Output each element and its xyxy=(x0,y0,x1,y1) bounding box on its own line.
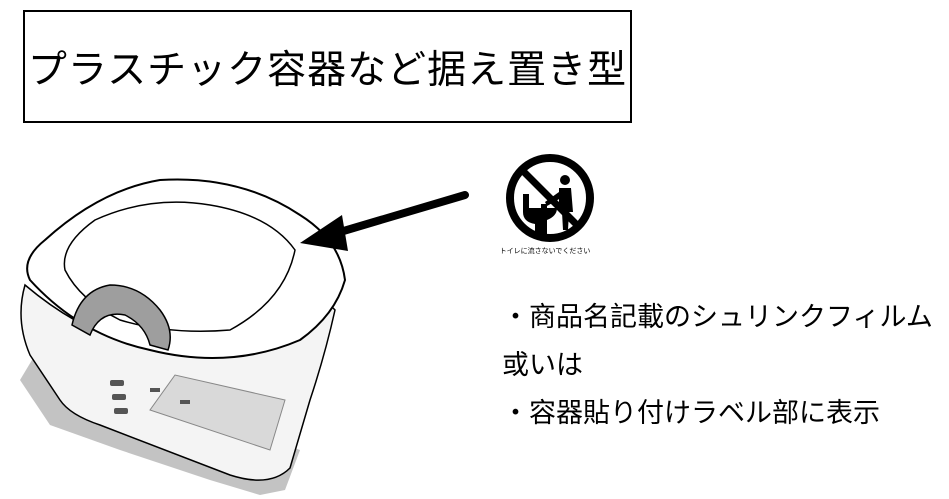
note-line-1: ・商品名記載のシュリンクフィルム xyxy=(502,302,933,333)
title-text: プラスチック容器など据え置き型 xyxy=(27,47,628,93)
symbol-caption: トイレに流さないでください xyxy=(499,247,591,255)
lid-finger-grip xyxy=(71,284,171,351)
notes: ・商品名記載のシュリンクフィルム 或いは ・容器貼り付けラベル部に表示 xyxy=(502,294,949,438)
arrow xyxy=(300,191,469,251)
title-box: プラスチック容器など据え置き型 xyxy=(23,10,632,123)
wipes-container-illustration xyxy=(20,178,347,495)
note-line-3: ・容器貼り付けラベル部に表示 xyxy=(502,398,880,429)
container-front-panel xyxy=(149,374,286,451)
front-panel-marks xyxy=(110,380,190,414)
no-toilet-flush-icon xyxy=(506,154,594,242)
note-line-2: 或いは xyxy=(502,350,583,381)
